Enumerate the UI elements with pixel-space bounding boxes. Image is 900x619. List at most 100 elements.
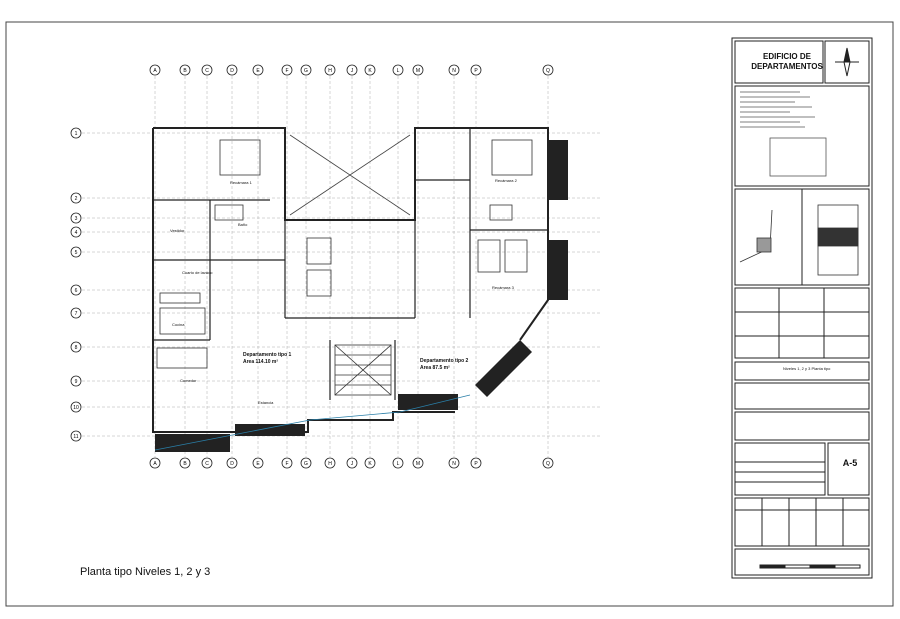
grid-column-bubble: D xyxy=(226,64,238,76)
svg-text:N: N xyxy=(452,68,456,74)
grid-row-bubble: 9 xyxy=(70,375,82,387)
svg-text:6: 6 xyxy=(75,288,78,294)
grid-column-bubble: H xyxy=(324,457,336,469)
svg-text:10: 10 xyxy=(73,405,79,411)
svg-text:B: B xyxy=(183,461,187,467)
grid-column-bubble: Q xyxy=(542,64,554,76)
svg-text:2: 2 xyxy=(75,196,78,202)
grid-row-bubble: 3 xyxy=(70,212,82,224)
room-label: Recámara 3 xyxy=(492,285,514,290)
grid-column-bubble: E xyxy=(252,64,264,76)
svg-text:E: E xyxy=(256,461,260,467)
room-label: Cuarto de lavado xyxy=(182,270,213,275)
unit-label: Departamento tipo 2 xyxy=(420,358,469,364)
grid-column-bubble: C xyxy=(201,457,213,469)
grid-column-bubble: P xyxy=(470,64,482,76)
grid-row-bubble: 1 xyxy=(70,127,82,139)
grid-column-bubble: B xyxy=(179,457,191,469)
svg-text:8: 8 xyxy=(75,345,78,351)
svg-text:H: H xyxy=(328,461,332,467)
void-cross xyxy=(289,134,411,216)
title-block xyxy=(731,37,873,579)
grid-row-bubble: 10 xyxy=(70,401,82,413)
grid-row-bubble: 6 xyxy=(70,284,82,296)
svg-text:H: H xyxy=(328,68,332,74)
title-block-notes xyxy=(740,91,827,177)
sheet-border xyxy=(5,21,894,607)
grid-column-bubble: M xyxy=(412,457,424,469)
svg-text:7: 7 xyxy=(75,311,78,317)
grid-row-bubble: 8 xyxy=(70,341,82,353)
svg-text:M: M xyxy=(416,461,420,467)
project-title: EDIFICIO DE DEPARTAMENTOS xyxy=(751,52,823,71)
grid-column-bubble: A xyxy=(149,64,161,76)
svg-text:K: K xyxy=(368,68,372,74)
grid-column-bubble: F xyxy=(281,457,293,469)
svg-text:Q: Q xyxy=(546,461,550,467)
grid-column-bubble: P xyxy=(470,457,482,469)
north-arrow-icon xyxy=(835,47,859,77)
svg-text:A: A xyxy=(153,461,157,467)
svg-text:K: K xyxy=(368,461,372,467)
grid-column-bubble: D xyxy=(226,457,238,469)
grid-row-bubble: 11 xyxy=(70,430,82,442)
room-label: Cocina xyxy=(172,322,185,327)
room-label: Baño xyxy=(238,222,248,227)
svg-text:N: N xyxy=(452,461,456,467)
grid-column-bubble: N xyxy=(448,64,460,76)
svg-text:E: E xyxy=(256,68,260,74)
grid-rows: 1 2 3 4 5 6 7 8 9 10 11 xyxy=(70,127,600,442)
room-label: Recámara 2 xyxy=(495,178,517,183)
room-label: Recámara 1 xyxy=(230,180,252,185)
grid-column-bubble: G xyxy=(300,64,312,76)
room-label: Estancia xyxy=(258,400,274,405)
stair xyxy=(334,344,392,396)
svg-text:C: C xyxy=(205,68,209,74)
grid-column-bubble: Q xyxy=(542,457,554,469)
svg-text:Q: Q xyxy=(546,68,550,74)
grid-row-bubble: 7 xyxy=(70,307,82,319)
grid-row-bubble: 2 xyxy=(70,192,82,204)
grid-column-bubble: E xyxy=(252,457,264,469)
svg-text:9: 9 xyxy=(75,379,78,385)
svg-text:J: J xyxy=(351,68,354,74)
grid-column-bubble: G xyxy=(300,457,312,469)
svg-text:B: B xyxy=(183,68,187,74)
svg-text:C: C xyxy=(205,461,209,467)
furniture xyxy=(156,139,533,369)
unit-area: Area 87.5 m² xyxy=(420,365,450,371)
svg-text:M: M xyxy=(416,68,420,74)
grid-column-bubble: L xyxy=(392,457,404,469)
svg-text:J: J xyxy=(351,461,354,467)
reference-line xyxy=(154,394,471,451)
svg-text:5: 5 xyxy=(75,250,78,256)
svg-text:D: D xyxy=(230,68,234,74)
svg-text:P: P xyxy=(474,68,478,74)
svg-text:1: 1 xyxy=(75,131,78,137)
grid-column-bubble: H xyxy=(324,64,336,76)
grid-column-bubble: M xyxy=(412,64,424,76)
grid-column-bubble: J xyxy=(346,64,358,76)
grid-column-bubble: K xyxy=(364,457,376,469)
grid-row-bubble: 5 xyxy=(70,246,82,258)
svg-text:4: 4 xyxy=(75,230,78,236)
grid-column-bubble: C xyxy=(201,64,213,76)
location-sketch xyxy=(739,204,859,276)
sheet-number: A-5 xyxy=(842,458,858,468)
room-label: Vestidor xyxy=(170,228,185,233)
svg-text:G: G xyxy=(304,68,308,74)
svg-text:F: F xyxy=(285,461,288,467)
unit-label: Departamento tipo 1 xyxy=(243,352,292,358)
balconies xyxy=(155,140,568,452)
svg-text:11: 11 xyxy=(73,434,78,440)
grid-column-bubble: K xyxy=(364,64,376,76)
grid-column-bubble: F xyxy=(281,64,293,76)
svg-text:L: L xyxy=(397,461,400,467)
drawing-caption: Planta tipo Niveles 1, 2 y 3 xyxy=(80,566,211,578)
graphic-scale xyxy=(759,564,861,569)
grid-column-bubble: N xyxy=(448,457,460,469)
svg-text:F: F xyxy=(285,68,288,74)
grid-column-bubble: B xyxy=(179,64,191,76)
